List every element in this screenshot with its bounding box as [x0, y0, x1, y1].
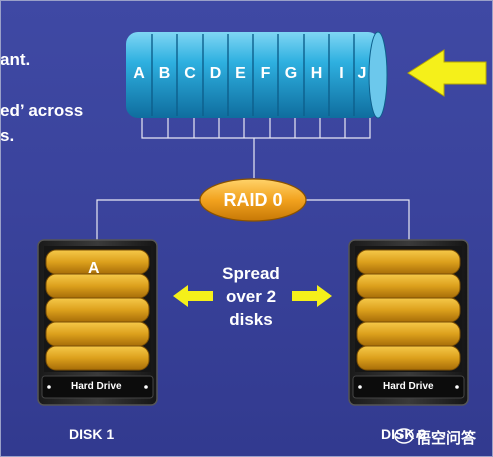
left-arrow-icon: [173, 285, 213, 307]
block-array-cylinder: [126, 31, 388, 119]
block-c: C: [184, 65, 196, 82]
disk-1-drive-label: Hard Drive: [71, 381, 122, 392]
block-e: E: [235, 65, 246, 82]
connector-lines: [96, 118, 410, 240]
disk-2-caption: DISK 2: [381, 426, 427, 442]
disk-1-caption: DISK 1: [69, 426, 115, 442]
spread-caption-line-3: disks: [229, 310, 273, 329]
raid-label: RAID 0: [223, 189, 283, 210]
side-text-line-1: ant.: [0, 50, 31, 69]
disk-1-block-label: A: [88, 260, 100, 277]
disk-1-enclosure: [37, 239, 158, 406]
block-b: B: [158, 65, 171, 82]
block-d: D: [209, 65, 222, 82]
spread-caption: Spread over 2 disks: [200, 262, 302, 331]
raid-badge: [199, 178, 307, 222]
disk-2-enclosure: [348, 239, 469, 406]
right-arrow-icon: [292, 285, 332, 307]
side-text-line-2: ed’ across: [0, 101, 84, 120]
watermark-logo-icon: [394, 428, 414, 444]
disk-2-drive-label: Hard Drive: [383, 381, 434, 392]
block-i: I: [339, 65, 344, 82]
block-g: G: [284, 65, 298, 82]
block-f: F: [260, 65, 271, 82]
block-h: H: [310, 65, 323, 82]
block-j: J: [357, 65, 367, 82]
input-arrow-icon: [407, 49, 487, 97]
spread-caption-line-1: Spread: [222, 264, 280, 283]
spread-caption-line-2: over 2: [225, 287, 277, 306]
side-text-line-3: s.: [0, 126, 15, 145]
watermark-text: 悟空问答: [416, 430, 477, 447]
block-a: A: [133, 65, 145, 82]
